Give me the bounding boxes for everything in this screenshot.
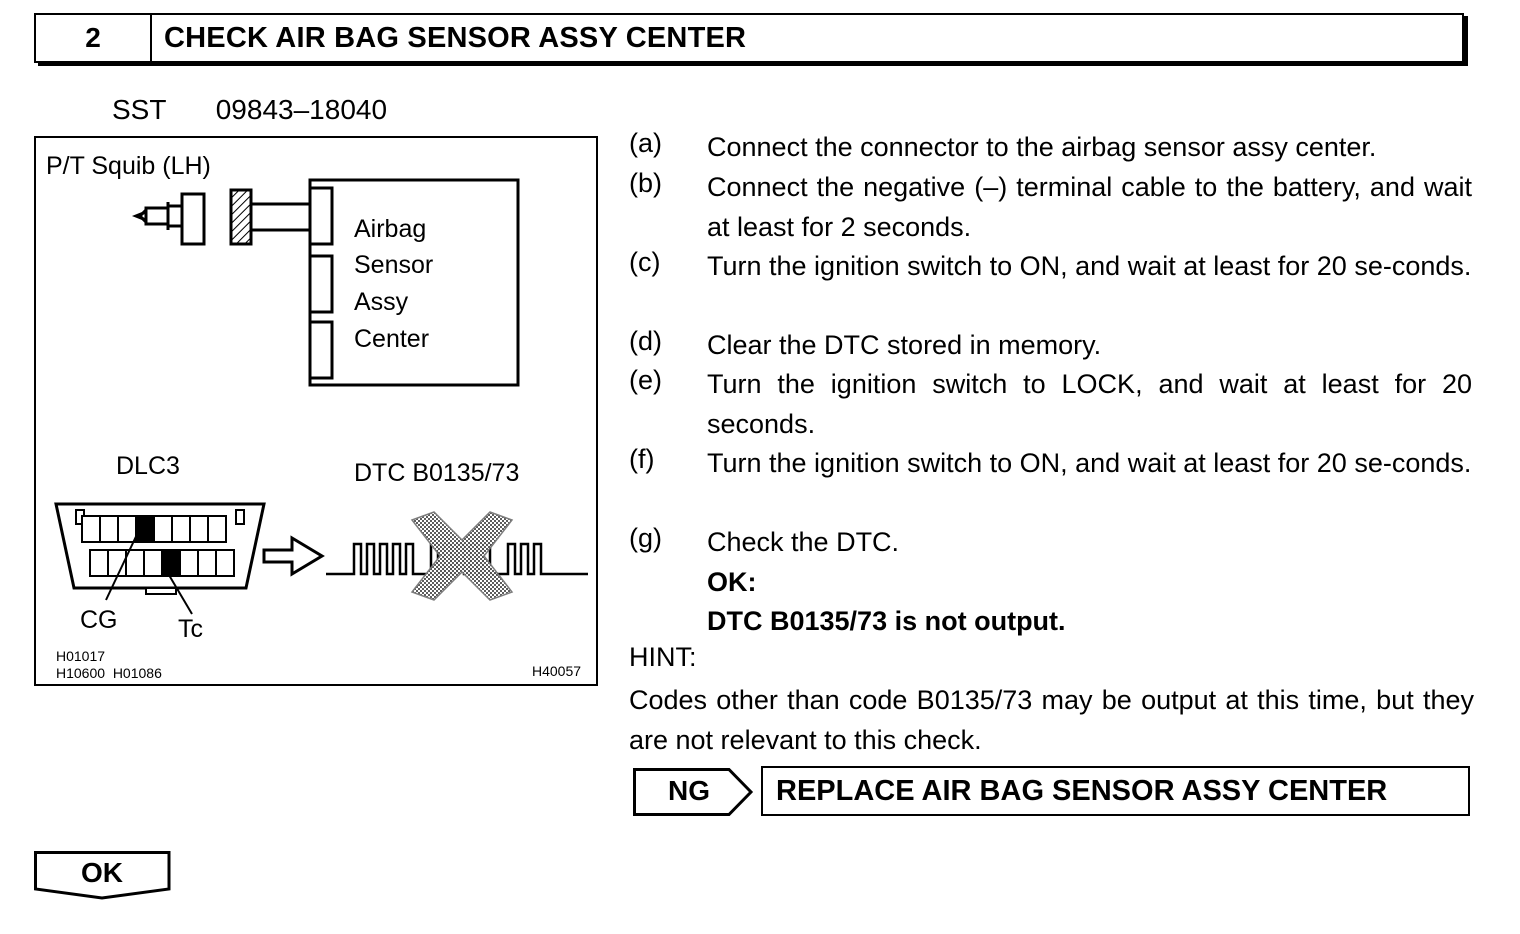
dlc3-pin (143, 549, 163, 577)
step-letter: (g) (629, 523, 662, 553)
wiring-figure: P/T Squib (LH) Airbag Sensor Assy Center… (34, 136, 598, 686)
arrow-right-icon (262, 535, 325, 577)
dlc3-pins-top (81, 515, 227, 543)
ng-action: REPLACE AIR BAG SENSOR ASSY CENTER (761, 766, 1470, 816)
header-shadow-right (1464, 16, 1468, 66)
ok-label: OK (81, 857, 123, 888)
hint-text: Codes other than code B0135/73 may be ou… (629, 685, 1474, 755)
step-letter: (c) (629, 247, 661, 277)
figure-id: H40057 (532, 663, 582, 679)
step-text: Clear the DTC stored in memory. (707, 330, 1102, 360)
ok-arrow-box (34, 851, 171, 900)
dlc3-pin (207, 515, 227, 543)
ng-label: NG (668, 775, 710, 806)
dlc3-pin (179, 549, 199, 577)
dlc3-pin (153, 515, 173, 543)
cross-out-icon (410, 511, 514, 601)
step-text: Connect the negative (–) terminal cable … (707, 172, 1472, 242)
dlc3-pin (171, 515, 191, 543)
dlc3-pin (99, 515, 119, 543)
step-number: 2 (36, 15, 152, 61)
hint-title: HINT: (629, 642, 697, 672)
dlc3-pin-tc (161, 549, 181, 577)
step-text: Connect the connector to the airbag sens… (707, 132, 1377, 162)
dlc3-connector (54, 502, 266, 615)
ref-codes-line1: H01017 (56, 648, 106, 664)
sst-code: 09843–18040 (215, 94, 388, 125)
dlc3-pin (89, 549, 109, 577)
ref-codes-line2: H10600 H01086 (56, 665, 162, 681)
sensor-label-line3: Assy (354, 288, 409, 316)
squib-connector (131, 188, 310, 246)
result-ok-text: DTC B0135/73 is not output. (707, 606, 1066, 636)
step-text: Check the DTC. (707, 527, 900, 557)
result-ok-label: OK: (707, 567, 757, 597)
step-letter: (d) (629, 326, 662, 356)
step-text: Turn the ignition switch to ON, and wait… (707, 448, 1472, 478)
dlc3-pin (215, 549, 235, 577)
dlc3-pin (81, 515, 101, 543)
dtc-label: DTC B0135/73 (354, 459, 520, 487)
squib-label: P/T Squib (LH) (46, 152, 211, 180)
sensor-label-line2: Sensor (354, 251, 434, 279)
airbag-sensor-box (308, 178, 520, 387)
dlc3-pin (117, 515, 137, 543)
header-shadow-bottom (38, 63, 1468, 66)
ng-arrow-box (633, 768, 754, 816)
step-letter: (a) (629, 128, 662, 158)
step-text: Turn the ignition switch to LOCK, and wa… (707, 369, 1472, 439)
step-title: CHECK AIR BAG SENSOR ASSY CENTER (164, 21, 747, 54)
wiring-diagram (54, 178, 588, 615)
step-letter: (e) (629, 365, 662, 395)
dlc3-label: DLC3 (116, 452, 180, 480)
sensor-label-line4: Center (354, 325, 430, 353)
dlc3-pins-bottom (89, 549, 235, 577)
tc-label: Tc (178, 615, 203, 643)
dlc3-pin (197, 549, 217, 577)
cg-label: CG (80, 606, 118, 634)
sst-line: SST 09843–18040 (112, 94, 387, 126)
sst-label: SST (112, 94, 166, 125)
step-letter: (b) (629, 168, 662, 198)
step-header: 2 CHECK AIR BAG SENSOR ASSY CENTER (34, 13, 1464, 63)
step-text: Turn the ignition switch to ON, and wait… (707, 251, 1472, 281)
sensor-label-line1: Airbag (354, 215, 427, 243)
step-letter: (f) (629, 444, 655, 474)
dlc3-pin (189, 515, 209, 543)
